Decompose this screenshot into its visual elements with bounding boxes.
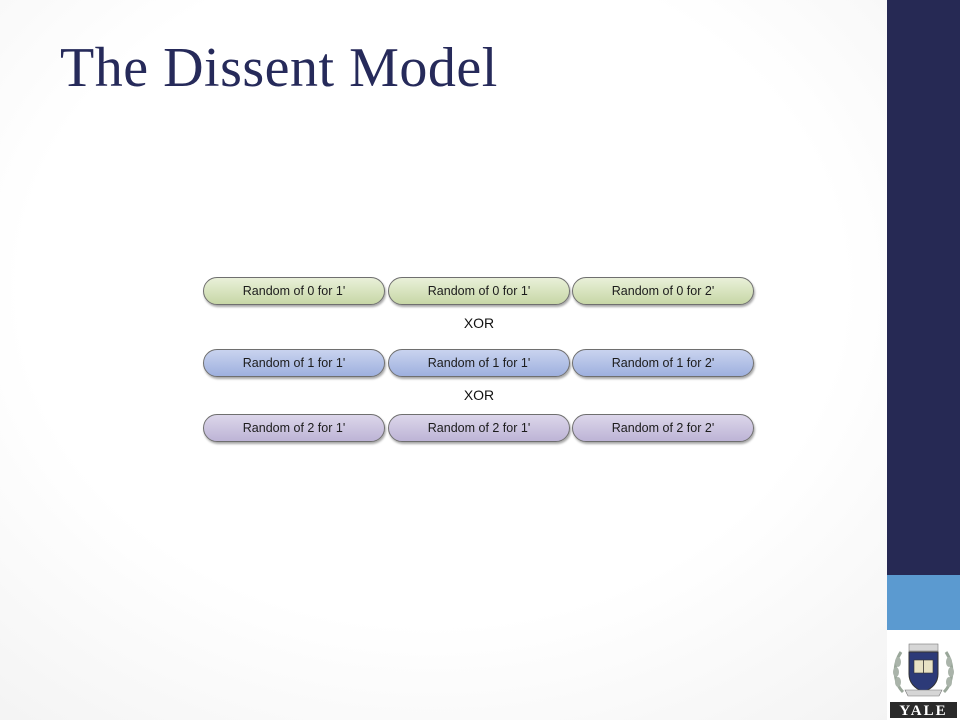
yale-shield-icon: YALE (890, 643, 957, 719)
random-cell: Random of 1 for 1' (203, 349, 385, 377)
random-cell: Random of 2 for 1' (203, 414, 385, 442)
random-cell: Random of 0 for 1' (388, 277, 570, 305)
random-row-1: Random of 1 for 1' Random of 1 for 1' Ra… (203, 349, 755, 377)
sidebar-light-band (887, 575, 960, 630)
yale-logo: YALE (887, 630, 960, 720)
random-cell: Random of 0 for 2' (572, 277, 754, 305)
random-row-2: Random of 2 for 1' Random of 2 for 1' Ra… (203, 414, 755, 442)
yale-wordmark: YALE (899, 703, 947, 719)
random-cell: Random of 1 for 1' (388, 349, 570, 377)
random-row-0: Random of 0 for 1' Random of 0 for 1' Ra… (203, 277, 755, 305)
random-cell: Random of 2 for 1' (388, 414, 570, 442)
slide-title: The Dissent Model (60, 37, 498, 99)
random-cell: Random of 1 for 2' (572, 349, 754, 377)
random-cell: Random of 2 for 2' (572, 414, 754, 442)
xor-operator-label: XOR (463, 315, 495, 331)
random-cell: Random of 0 for 1' (203, 277, 385, 305)
sidebar-dark-band (887, 0, 960, 575)
xor-operator-label: XOR (463, 387, 495, 403)
